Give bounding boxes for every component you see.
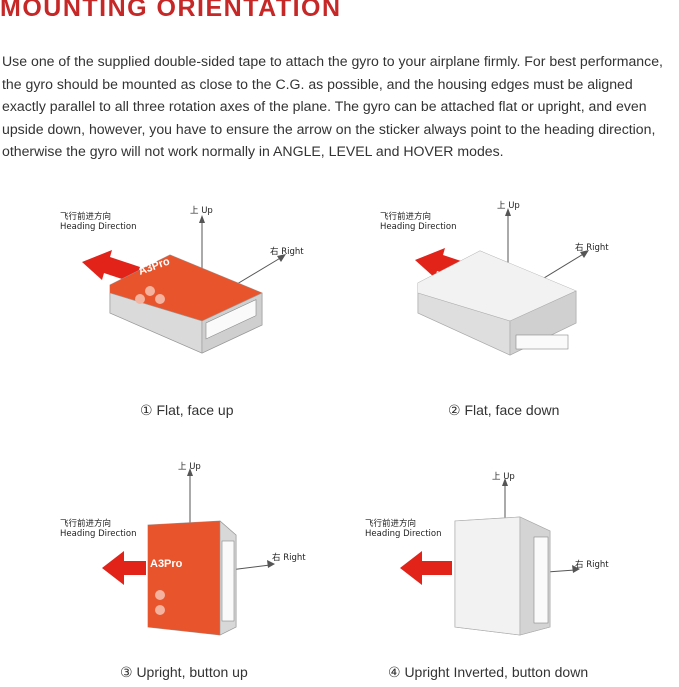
heading-arrow-icon: [82, 250, 140, 283]
up-axis-label: 上 Up: [190, 206, 213, 216]
figure-upright-inverted: 飞行前进方向 Heading Direction 上 Up 右 Right: [340, 455, 679, 655]
figure-caption: ① Flat, face up: [140, 402, 234, 418]
heading-direction-en: Heading Direction: [380, 222, 457, 232]
gyro-upright-inverted-illustration: [400, 478, 580, 636]
gyro-flat-face-up-illustration: A3Pro: [82, 215, 286, 354]
right-axis-label: 右 Right: [272, 553, 306, 563]
gyro-upright-button-up-illustration: A3Pro: [102, 468, 275, 636]
heading-direction-label: 飞行前进方向 Heading Direction: [60, 210, 136, 232]
right-axis-label: 右 Right: [270, 247, 304, 257]
figure-caption: ② Flat, face down: [448, 402, 560, 418]
paragraph-line: Use one of the supplied double-sided tap…: [2, 53, 663, 69]
heading-direction-cn: 飞行前进方向: [365, 519, 417, 529]
heading-direction-cn: 飞行前进方向: [60, 519, 112, 529]
heading-direction-en: Heading Direction: [365, 529, 442, 539]
heading-arrow-icon: [400, 551, 452, 585]
right-axis-label: 右 Right: [575, 243, 609, 253]
paragraph-line: otherwise the gyro will not work normall…: [2, 143, 504, 159]
page-title: MOUNTING ORIENTATION: [0, 0, 342, 22]
paragraph-line: the gyro should be mounted as close to t…: [2, 75, 633, 92]
heading-direction-label: 飞行前进方向 Heading Direction: [365, 517, 441, 539]
up-axis-label: 上 Up: [178, 462, 201, 472]
heading-arrow-icon: [102, 551, 146, 585]
figure-flat-face-down: 飞行前进方向 Heading Direction 上 Up 右 Right: [340, 195, 679, 435]
gyro-flat-face-down-illustration: [415, 208, 589, 356]
figure-flat-face-up: A3Pro 飞行前进方向 Heading Direction 上 Up 右 Ri…: [0, 195, 340, 435]
instructions-paragraph: Use one of the supplied double-sided tap…: [2, 50, 674, 163]
heading-direction-label: 飞行前进方向 Heading Direction: [380, 210, 456, 232]
figure-upright-button-up: A3Pro 飞行前进方向 Heading Direction 上 Up 右 Ri…: [0, 455, 340, 655]
up-axis-label: 上 Up: [497, 201, 520, 211]
heading-direction-en: Heading Direction: [60, 222, 137, 232]
heading-direction-cn: 飞行前进方向: [60, 212, 112, 222]
device-brand-label: A3Pro: [150, 558, 183, 570]
right-axis-label: 右 Right: [575, 560, 609, 570]
figure-caption: ③ Upright, button up: [120, 664, 248, 680]
paragraph-line: exactly parallel to all three rotation a…: [2, 98, 647, 114]
up-axis-label: 上 Up: [492, 472, 515, 482]
heading-direction-cn: 飞行前进方向: [380, 212, 432, 222]
heading-direction-en: Heading Direction: [60, 529, 137, 539]
heading-direction-label: 飞行前进方向 Heading Direction: [60, 517, 136, 539]
figure-caption: ④ Upright Inverted, button down: [388, 664, 589, 680]
paragraph-line: upside down, however, you have to ensure…: [2, 120, 656, 137]
